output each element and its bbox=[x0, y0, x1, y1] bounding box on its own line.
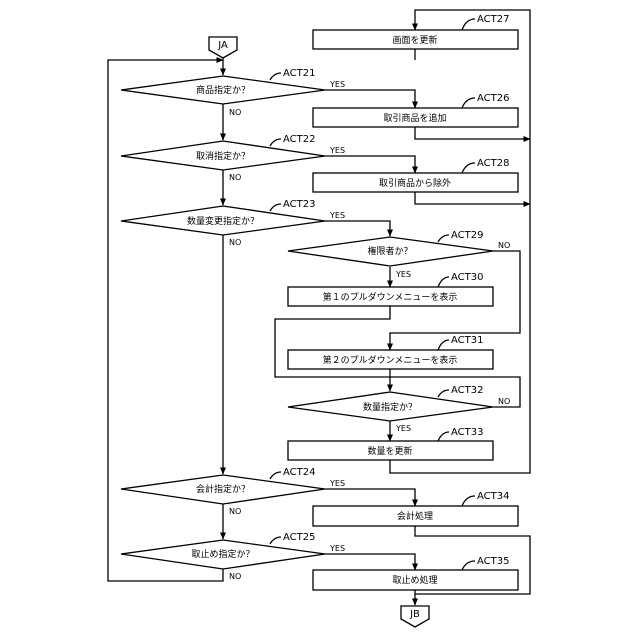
tag-act30: ACT30 bbox=[451, 272, 483, 283]
decision-act23: 数量変更指定か？ bbox=[121, 206, 325, 235]
process-act26-text: 取引商品を追加 bbox=[383, 112, 446, 124]
process-act28: 取引商品から除外 bbox=[313, 173, 518, 192]
process-act28-text: 取引商品から除外 bbox=[379, 177, 451, 189]
process-act30: 第１のプルダウンメニューを表示 bbox=[288, 287, 493, 306]
decision-act32-text: 数量指定か？ bbox=[363, 401, 417, 413]
tag-act28: ACT28 bbox=[477, 158, 509, 169]
process-act30-text: 第１のプルダウンメニューを表示 bbox=[323, 291, 458, 303]
yes-label-act25: YES bbox=[329, 544, 345, 553]
start-connector-label: JA bbox=[217, 40, 228, 51]
tag-act35: ACT35 bbox=[477, 556, 509, 567]
tag-act32: ACT32 bbox=[451, 385, 483, 396]
decision-act29: 権限者か？ bbox=[288, 237, 493, 266]
yes-label-act23: YES bbox=[329, 211, 345, 220]
decision-act24-text: 会計指定か？ bbox=[196, 483, 250, 495]
process-act31-text: 第２のプルダウンメニューを表示 bbox=[323, 354, 458, 366]
tag-act31: ACT31 bbox=[451, 335, 483, 346]
no-label-act22: NO bbox=[229, 173, 241, 182]
no-label-act25: NO bbox=[229, 572, 241, 581]
tag-act27: ACT27 bbox=[477, 14, 509, 25]
process-act26: 取引商品を追加 bbox=[313, 108, 518, 127]
decision-act21-text: 商品指定か？ bbox=[196, 84, 250, 96]
no-label-act24: NO bbox=[229, 507, 241, 516]
yes-label-act21: YES bbox=[329, 80, 345, 89]
end-connector-label: JB bbox=[409, 609, 420, 620]
decision-act22-text: 取消指定か？ bbox=[196, 150, 250, 162]
yes-label-act32: YES bbox=[395, 424, 411, 433]
tag-act21: ACT21 bbox=[283, 68, 315, 79]
process-act27-text: 画面を更新 bbox=[392, 34, 437, 46]
tag-act24: ACT24 bbox=[283, 467, 315, 478]
tag-act23: ACT23 bbox=[283, 199, 315, 210]
tag-act33: ACT33 bbox=[451, 427, 483, 438]
tag-act25: ACT25 bbox=[283, 532, 315, 543]
yes-label-act24: YES bbox=[329, 479, 345, 488]
decision-act24: 会計指定か？ bbox=[121, 475, 325, 504]
decision-act32: 数量指定か？ bbox=[288, 392, 493, 421]
process-act27: 画面を更新 bbox=[313, 30, 518, 49]
decision-act21: 商品指定か？ bbox=[121, 76, 325, 104]
no-label-act21: NO bbox=[229, 108, 241, 117]
no-label-act29: NO bbox=[498, 241, 510, 250]
no-label-act32: NO bbox=[498, 397, 510, 406]
yes-label-act29: YES bbox=[395, 270, 411, 279]
process-act31: 第２のプルダウンメニューを表示 bbox=[288, 350, 493, 369]
decision-act22: 取消指定か？ bbox=[121, 141, 325, 170]
yes-label-act22: YES bbox=[329, 146, 345, 155]
tag-act34: ACT34 bbox=[477, 491, 509, 502]
process-act35-text: 取止め処理 bbox=[392, 574, 437, 586]
decision-act23-text: 数量変更指定か？ bbox=[187, 215, 259, 227]
process-act33: 数量を更新 bbox=[288, 441, 493, 460]
decision-act25: 取止め指定か？ bbox=[121, 540, 325, 569]
process-act34-text: 会計処理 bbox=[397, 510, 433, 522]
decision-act25-text: 取止め指定か？ bbox=[191, 548, 254, 560]
no-label-act23: NO bbox=[229, 238, 241, 247]
tag-act26: ACT26 bbox=[477, 93, 509, 104]
tag-act22: ACT22 bbox=[283, 134, 315, 145]
process-act35: 取止め処理 bbox=[313, 570, 518, 590]
process-act33-text: 数量を更新 bbox=[367, 445, 412, 457]
process-act34: 会計処理 bbox=[313, 506, 518, 526]
tag-act29: ACT29 bbox=[451, 230, 483, 241]
decision-act29-text: 権限者か？ bbox=[367, 245, 412, 257]
